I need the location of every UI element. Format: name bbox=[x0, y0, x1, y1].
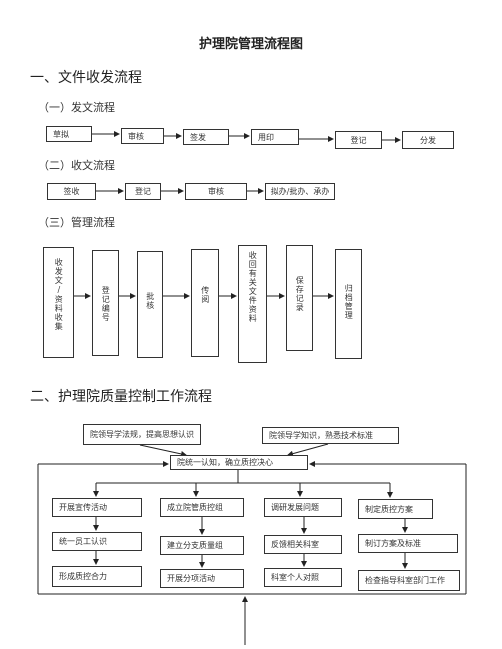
sub1-heading: （一）发文流程 bbox=[38, 101, 115, 114]
qc-col2-step2: 建立分支质量组 bbox=[160, 536, 244, 555]
mgmt-step-collect-label: 收发文/资料收集 bbox=[54, 258, 64, 331]
section2-heading: 二、护理院质量控制工作流程 bbox=[30, 389, 212, 405]
qc-col1-step1: 开展宣传活动 bbox=[52, 498, 142, 517]
page-title: 护理院管理流程图 bbox=[198, 37, 303, 52]
mgmt-step-archive: 归档管理 bbox=[335, 249, 362, 359]
mgmt-step-retrieve-label: 收回有关文件资料 bbox=[248, 251, 258, 323]
qc-top-left: 院领导学法规，提高思想认识 bbox=[83, 424, 201, 445]
mgmt-step-circulate-label: 传阅 bbox=[200, 286, 210, 304]
recv-step-review: 审核 bbox=[185, 183, 247, 200]
mgmt-step-retrieve: 收回有关文件资料 bbox=[238, 245, 267, 363]
mgmt-step-approve-label: 批核 bbox=[145, 292, 155, 310]
sub3-heading: （三）管理流程 bbox=[38, 216, 115, 229]
mgmt-step-number-label: 登记编号 bbox=[101, 286, 111, 322]
mgmt-step-approve: 批核 bbox=[137, 251, 163, 358]
mgmt-step-circulate: 传阅 bbox=[191, 249, 219, 357]
mgmt-step-record-label: 保存记录 bbox=[295, 276, 305, 312]
send-step-draft: 草拟 bbox=[46, 126, 92, 142]
send-step-seal: 用印 bbox=[251, 129, 299, 145]
qc-col2-step3: 开展分项活动 bbox=[160, 569, 244, 588]
sub2-heading: （二）收文流程 bbox=[38, 159, 115, 172]
qc-col4-step3: 检查指导科室部门工作 bbox=[358, 570, 460, 591]
recv-step-sign: 签收 bbox=[47, 183, 96, 200]
send-step-sign: 签发 bbox=[183, 129, 229, 145]
qc-col2-step1: 成立院管质控组 bbox=[160, 498, 244, 517]
recv-step-register: 登记 bbox=[125, 183, 161, 200]
qc-col1-step3: 形成质控合力 bbox=[52, 566, 142, 587]
send-step-distribute: 分发 bbox=[402, 131, 454, 149]
qc-col4-step1: 制定质控方案 bbox=[358, 499, 433, 519]
qc-col3-step2: 反馈相关科室 bbox=[264, 535, 342, 554]
qc-top-right: 院领导学知识，熟悉技术标准 bbox=[262, 427, 399, 444]
section1-heading: 一、文件收发流程 bbox=[30, 70, 142, 86]
qc-col3-step3: 科室个人对照 bbox=[264, 568, 342, 587]
qc-center: 院统一认知，确立质控决心 bbox=[170, 455, 308, 470]
recv-step-handle: 拟办/批办、承办 bbox=[265, 183, 335, 200]
qc-col4-step2: 制订方案及标准 bbox=[358, 534, 458, 553]
mgmt-step-collect: 收发文/资料收集 bbox=[43, 247, 74, 358]
send-step-register: 登记 bbox=[335, 131, 382, 149]
mgmt-step-record: 保存记录 bbox=[286, 245, 313, 351]
send-step-review: 审核 bbox=[121, 128, 164, 144]
mgmt-step-number: 登记编号 bbox=[92, 250, 119, 356]
qc-col3-step1: 调研发展问题 bbox=[264, 498, 342, 517]
mgmt-step-archive-label: 归档管理 bbox=[344, 284, 354, 320]
qc-col1-step2: 统一员工认识 bbox=[52, 532, 142, 551]
